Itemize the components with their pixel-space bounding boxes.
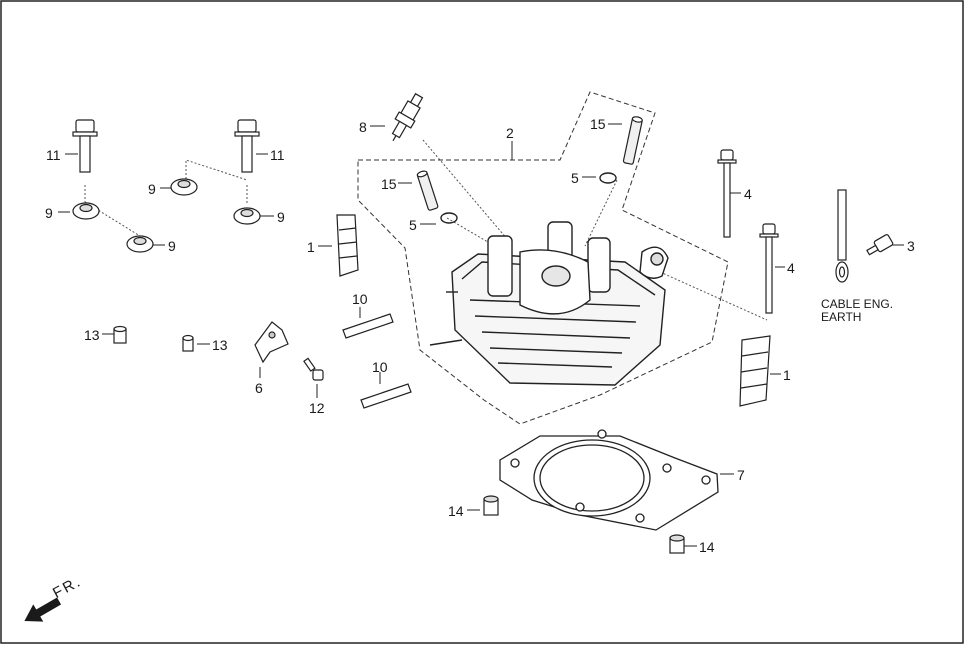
callout-part-4: 4 [744, 186, 752, 202]
callout-part-10: 10 [372, 359, 388, 375]
long-bolt-icon [717, 149, 779, 314]
cable-caption-line-2: EARTH [821, 310, 862, 324]
callout-part-2: 2 [506, 125, 514, 141]
head-assembly-outline [357, 91, 729, 425]
callout-part-12: 12 [309, 400, 325, 416]
callout-part-11: 11 [270, 147, 285, 163]
callout-part-15: 15 [590, 116, 606, 132]
callout-part-5: 5 [571, 170, 579, 186]
callout-part-8: 8 [359, 119, 367, 135]
callout-part-13: 13 [84, 327, 100, 343]
front-arrow-icon [24, 597, 62, 622]
dowel-pin-icon [483, 495, 685, 554]
washer-icon [72, 178, 261, 253]
callout-part-7: 7 [737, 467, 745, 483]
callout-part-14: 14 [448, 503, 464, 519]
callout-part-9: 9 [148, 181, 156, 197]
chain-guide-icon [336, 214, 771, 407]
cylinder-head-icon [429, 221, 669, 386]
callout-part-14: 14 [699, 539, 715, 555]
gasket-icon [499, 429, 719, 531]
callout-part-1: 1 [783, 367, 791, 383]
screw-icon [866, 234, 894, 256]
callout-part-5: 5 [409, 217, 417, 233]
spark-plug-icon [391, 92, 424, 142]
callout-part-15: 15 [381, 176, 397, 192]
cable-caption: CABLE ENG. EARTH [821, 298, 893, 324]
callout-part-10: 10 [352, 291, 368, 307]
cable-caption-line-1: CABLE ENG. [821, 297, 894, 311]
flange-bolt-icon [72, 119, 260, 173]
callout-part-4: 4 [787, 260, 795, 276]
small-bolt-icon [303, 357, 324, 381]
callout-part-1: 1 [307, 239, 315, 255]
o-ring-icon [440, 172, 617, 224]
callout-part-9: 9 [168, 238, 176, 254]
callout-leaders [58, 123, 904, 547]
stud-bolt-icon [342, 313, 412, 409]
callout-part-13: 13 [212, 337, 228, 353]
callout-part-9: 9 [277, 209, 285, 225]
callout-part-6: 6 [255, 380, 263, 396]
collar-icon [113, 325, 194, 352]
callout-part-9: 9 [45, 205, 53, 221]
callout-part-3: 3 [907, 238, 915, 254]
bracket-icon [254, 321, 289, 364]
callout-part-11: 11 [46, 147, 61, 163]
earth-cable-icon [835, 189, 849, 283]
valve-guide-icon [416, 116, 643, 211]
